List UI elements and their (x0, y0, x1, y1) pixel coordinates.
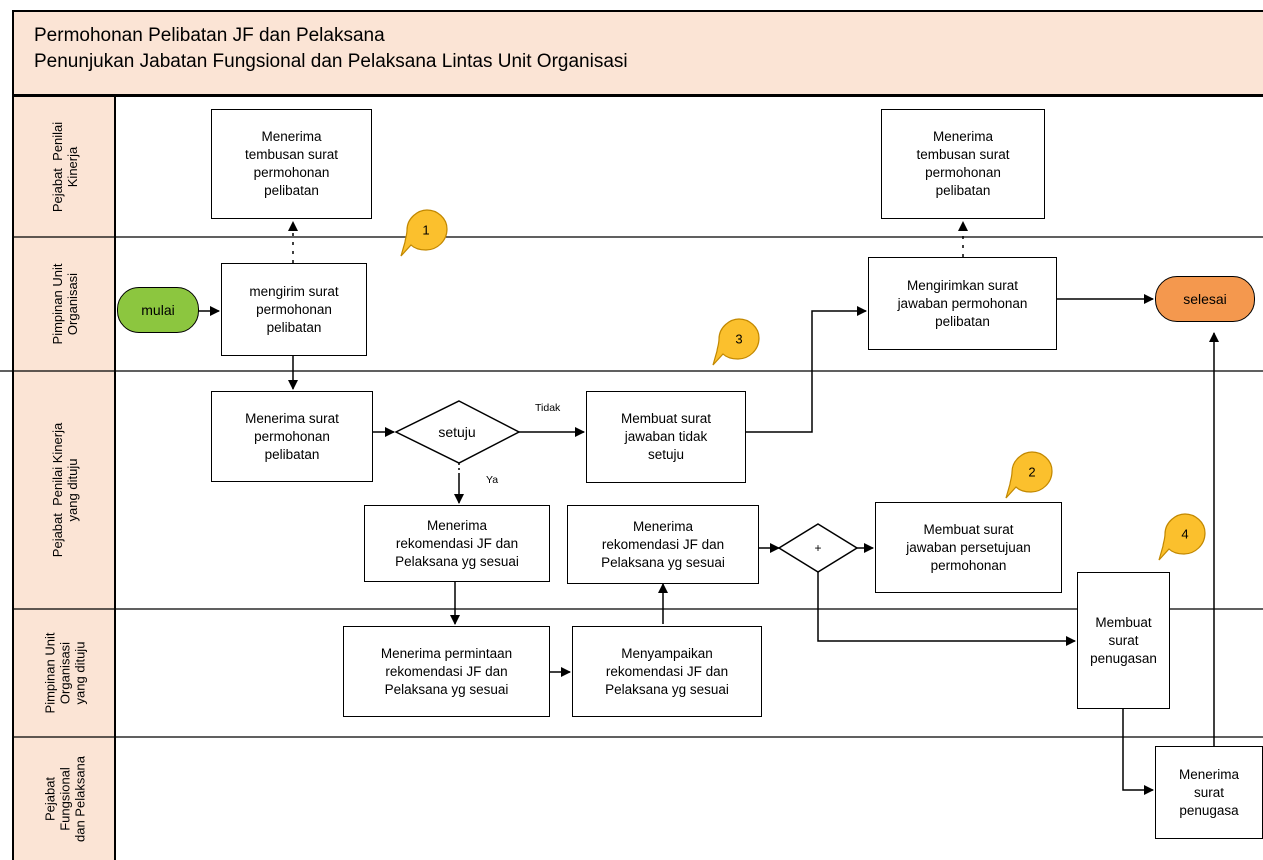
decision-setuju-label: setuju (438, 424, 476, 440)
process-menerima-penugasan: Menerima surat penugasa (1155, 746, 1263, 839)
diagram-title: Permohonan Pelibatan JF dan Pelaksana (34, 25, 385, 46)
edge-label-tidak: Tidak (535, 402, 561, 414)
lane-pejabat-penilai-kinerja: Pejabat Penilai Kinerja (12, 97, 115, 237)
setuju-diamond (394, 400, 521, 464)
callout-2: 2 (1028, 464, 1036, 480)
process-menerima-rekomendasi-1: Menerima rekomendasi JF dan Pelaksana yg… (364, 505, 550, 582)
callout-2-bubble (1005, 451, 1053, 499)
callout-3: 3 (735, 331, 743, 347)
process-menerima-rekomendasi-2: Menerima rekomendasi JF dan Pelaksana yg… (567, 505, 759, 584)
gateway-label: + (814, 541, 822, 555)
process-jawaban-tidak-setuju: Membuat surat jawaban tidak setuju (586, 391, 746, 483)
edge-penugasan-menerima (1122, 709, 1154, 795)
callout-3-bubble (712, 318, 760, 366)
process-mengirim-surat: mengirim surat permohonan pelibatan (221, 263, 367, 356)
edge-label-ya: Ya (486, 474, 499, 486)
callout-1-bubble (400, 209, 448, 257)
edge-gateway-penugasan (817, 572, 1076, 646)
process-menerima-tembusan-2: Menerima tembusan surat permohonan pelib… (881, 109, 1045, 219)
lane-pejabat-penilai-kinerja-dituju: Pejabat Penilai Kinerja yang dituju (12, 371, 115, 609)
callout-4: 4 (1181, 526, 1189, 542)
start-terminal: mulai (117, 287, 199, 333)
process-jawaban-persetujuan: Membuat surat jawaban persetujuan permoh… (875, 502, 1062, 593)
process-membuat-penugasan: Membuat surat penugasan (1077, 572, 1170, 709)
callout-1: 1 (422, 222, 430, 238)
process-menerima-tembusan-1: Menerima tembusan surat permohonan pelib… (211, 109, 372, 219)
diagram-subtitle: Penunjukan Jabatan Fungsional dan Pelaks… (34, 51, 628, 72)
process-mengirimkan-jawaban: Mengirimkan surat jawaban permohonan pel… (868, 257, 1057, 350)
lane-pimpinan-unit-organisasi: Pimpinan Unit Organisasi (12, 237, 115, 371)
lane-pimpinan-unit-organisasi-dituju: Pimpinan Unit Organisasi yang dituju (12, 609, 115, 737)
callout-4-bubble (1158, 513, 1206, 561)
end-terminal: selesai (1155, 276, 1255, 322)
process-menyampaikan-rekomendasi: Menyampaikan rekomendasi JF dan Pelaksan… (572, 626, 762, 717)
diagram-header: Permohonan Pelibatan JF dan Pelaksana Pe… (12, 10, 1263, 97)
edge-tidak-mengirimkan (746, 306, 867, 433)
lane-dividers (0, 97, 1263, 860)
gateway-diamond (777, 523, 859, 573)
lane-pejabat-fungsional-pelaksana: Pejabat Fungsional dan Pelaksana (12, 737, 115, 860)
process-menerima-surat: Menerima surat permohonan pelibatan (211, 391, 373, 482)
process-menerima-permintaan: Menerima permintaan rekomendasi JF dan P… (343, 626, 550, 717)
